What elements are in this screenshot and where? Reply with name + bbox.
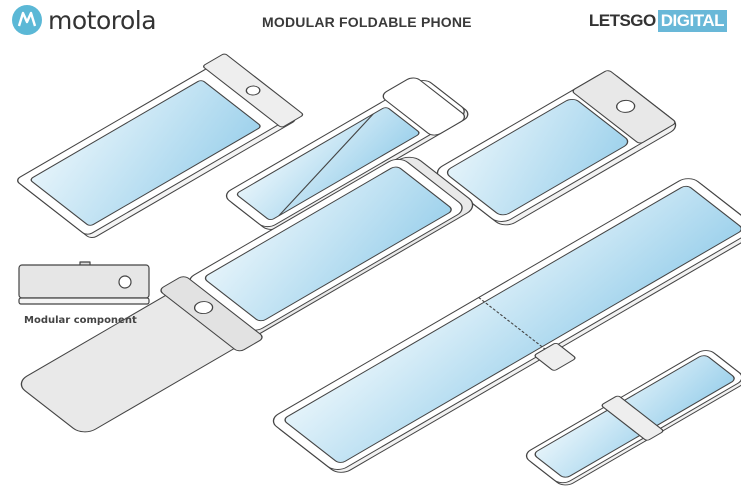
site-name-part1: LETSGO bbox=[588, 11, 656, 30]
phone-drawing-6 bbox=[525, 350, 741, 486]
letsgodigital-logo: LETSGO DIGITAL bbox=[589, 10, 727, 32]
motorola-logo-icon bbox=[12, 5, 42, 35]
phone-drawing-2 bbox=[225, 77, 469, 230]
modular-component-label: Modular component bbox=[24, 315, 137, 326]
site-name-part2: DIGITAL bbox=[657, 10, 727, 32]
page-title: MODULAR FOLDABLE PHONE bbox=[262, 14, 472, 30]
phone-drawing-1 bbox=[17, 53, 304, 238]
brand-name: motorola bbox=[48, 5, 157, 35]
phone-drawing-5 bbox=[272, 178, 741, 473]
motorola-brand: motorola bbox=[12, 5, 157, 35]
phone-drawing-4 bbox=[20, 156, 474, 433]
phone-drawing-3 bbox=[436, 70, 677, 226]
modular-component-drawing bbox=[18, 261, 150, 305]
